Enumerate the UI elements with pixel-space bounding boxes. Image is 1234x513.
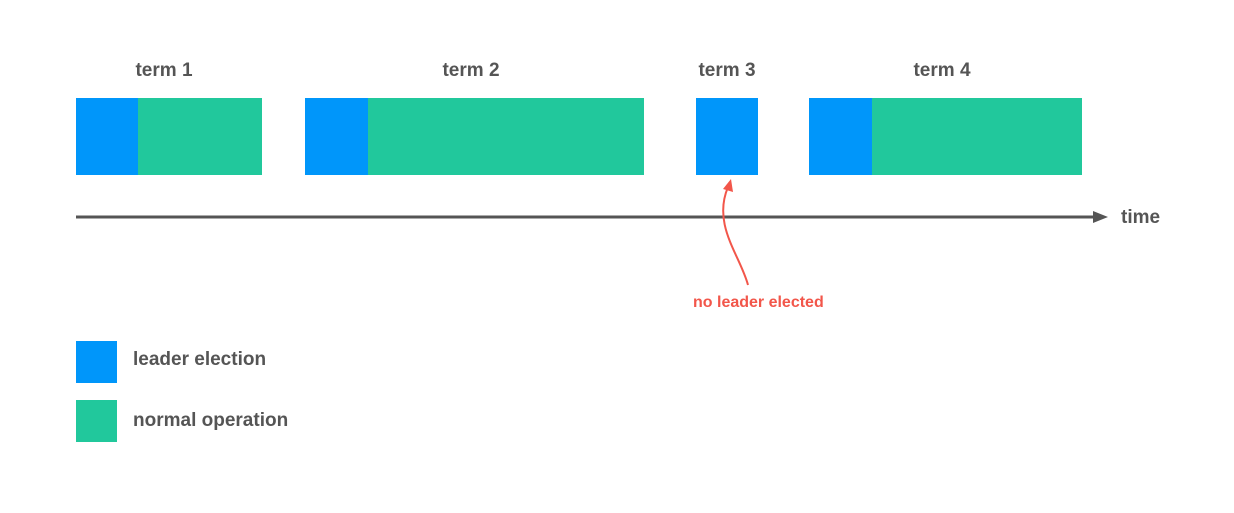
term-4-election-segment — [809, 98, 872, 175]
term-3-election-segment — [696, 98, 758, 175]
term-2-label: term 2 — [442, 60, 500, 81]
term-3-label: term 3 — [698, 60, 756, 81]
time-axis-arrowhead — [1093, 211, 1108, 223]
annotation-arrowhead — [723, 179, 733, 192]
term-2-operation-segment — [368, 98, 644, 175]
term-1-operation-segment — [138, 98, 262, 175]
legend-swatch-normal-operation — [76, 400, 117, 442]
annotation-no-leader: no leader elected — [693, 294, 824, 311]
legend-label-normal-operation: normal operation — [133, 410, 289, 431]
term-4-operation-segment — [872, 98, 1082, 175]
term-2-election-segment — [305, 98, 368, 175]
legend-swatch-leader-election — [76, 341, 117, 383]
time-axis-label: time — [1121, 207, 1161, 228]
term-1-label: term 1 — [135, 60, 193, 81]
annotation-arrow-line — [722, 186, 749, 286]
term-1-election-segment — [76, 98, 138, 175]
term-4-label: term 4 — [913, 60, 971, 81]
legend-label-leader-election: leader election — [133, 349, 267, 370]
